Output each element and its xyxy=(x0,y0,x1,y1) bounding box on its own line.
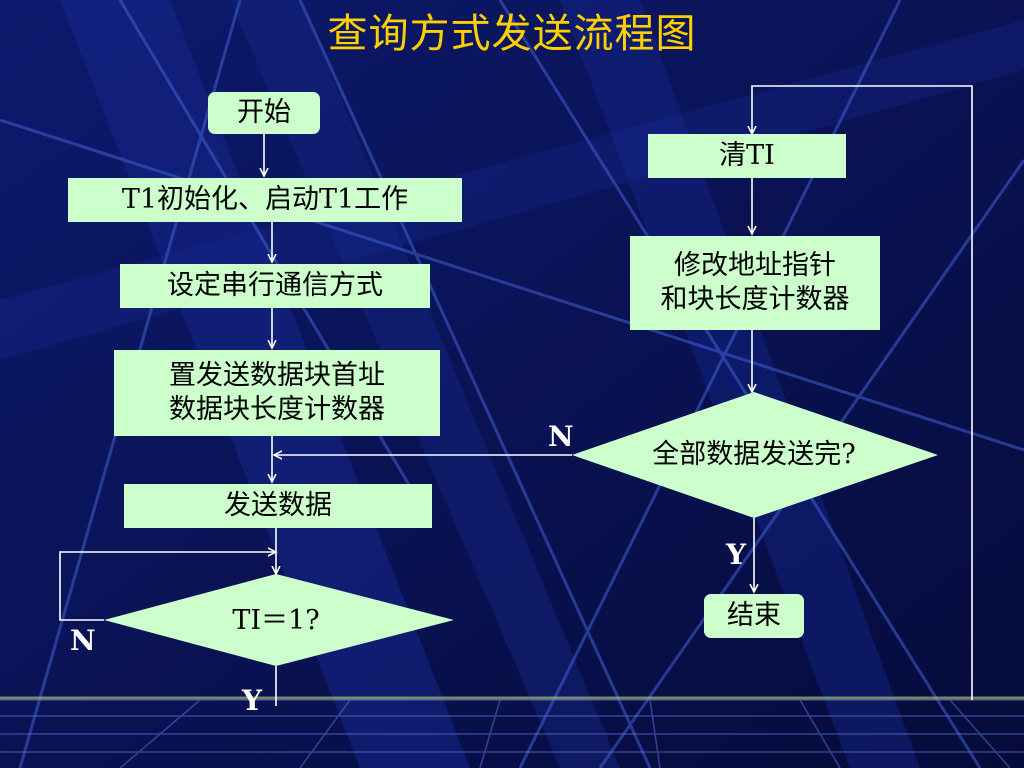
set-mode-node: 设定串行通信方式 xyxy=(120,264,430,308)
modify-pointer-label-line1: 修改地址指针 xyxy=(674,250,836,281)
loop-back-to-clear xyxy=(752,85,973,700)
start-node: 开始 xyxy=(208,92,320,134)
decision-ti-shape xyxy=(104,574,454,666)
decision-all-sent-label: 全部数据发送完? xyxy=(652,439,856,470)
decision-ti-label: TI＝1? xyxy=(232,605,320,636)
set-mode-label: 设定串行通信方式 xyxy=(167,270,383,301)
set-address-label-line2: 数据块长度计数器 xyxy=(169,394,385,425)
start-label: 开始 xyxy=(237,97,291,128)
decision-ti-yes-label: Y xyxy=(242,684,262,717)
end-label: 结束 xyxy=(727,600,781,631)
modify-pointer-label-line2: 和块长度计数器 xyxy=(660,284,850,315)
end-node: 结束 xyxy=(704,594,804,638)
decision-all-sent-shape xyxy=(572,392,938,518)
set-address-label-line1: 置发送数据块首址 xyxy=(169,360,385,391)
set-address-node: 置发送数据块首址 数据块长度计数器 xyxy=(114,350,440,436)
send-data-node: 发送数据 xyxy=(124,484,432,528)
clear-ti-node: 清TI xyxy=(648,134,846,178)
modify-pointer-node: 修改地址指针 和块长度计数器 xyxy=(630,236,880,330)
send-data-label: 发送数据 xyxy=(224,490,332,521)
decision-all-sent-no-label: N xyxy=(548,420,574,453)
clear-ti-label: 清TI xyxy=(719,140,775,171)
init-label: T1初始化、启动T1工作 xyxy=(121,184,409,215)
init-node: T1初始化、启动T1工作 xyxy=(68,178,462,222)
decision-all-sent-yes-label: Y xyxy=(726,538,746,571)
loop-ti-no xyxy=(59,552,276,621)
page-title: 查询方式发送流程图 xyxy=(327,11,697,57)
decision-ti-no-label: N xyxy=(70,624,96,657)
